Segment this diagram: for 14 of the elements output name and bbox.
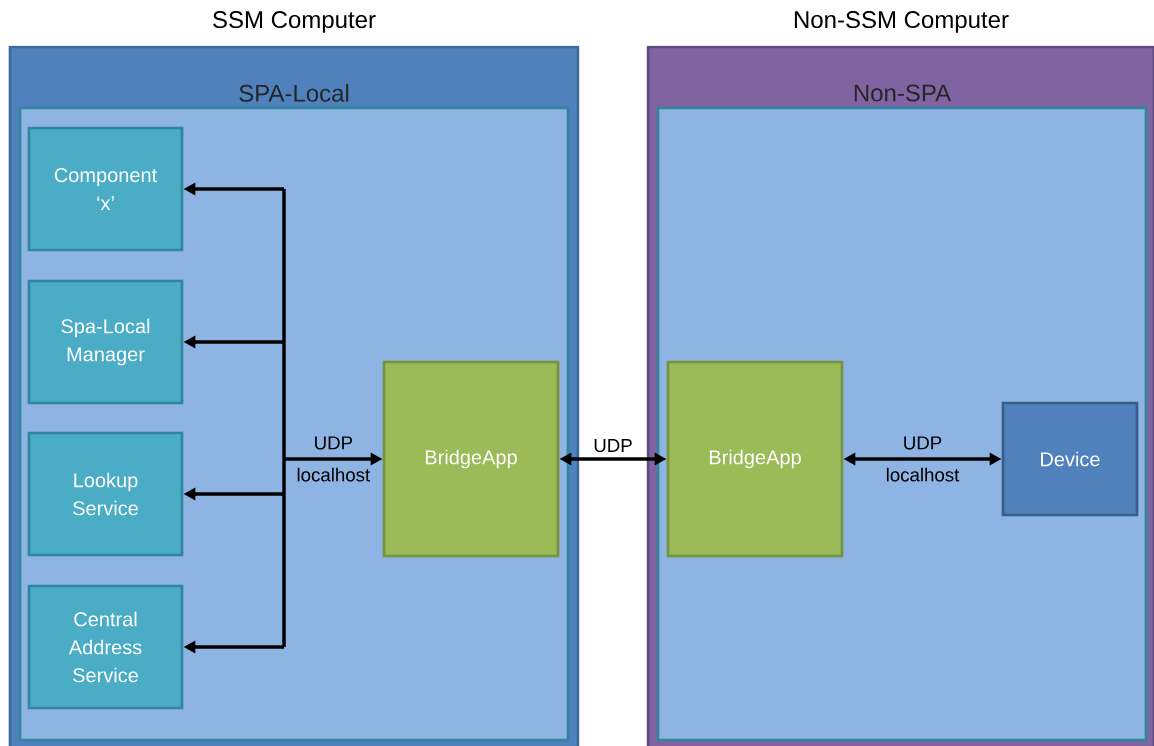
edge-label: UDP [591, 437, 635, 454]
bridge-box: BridgeApp [666, 360, 844, 558]
edge-label: UDP localhost [886, 436, 960, 482]
box-heading: SPA-Local [239, 84, 349, 102]
box-heading: Non-SSM Computer [794, 11, 1009, 33]
bridge-box: BridgeApp [382, 360, 560, 558]
box-heading: Non-SPA [854, 84, 952, 102]
component-box: Spa-Local Manager [27, 279, 184, 405]
box-heading: SSM Computer [213, 11, 376, 33]
component-box: Lookup Service [27, 431, 184, 557]
edge-label: UDP localhost [297, 436, 371, 482]
component-box: Central Address Service [27, 584, 184, 710]
component-box: Component ‘x’ [27, 126, 184, 252]
device-box: Device [1001, 401, 1139, 517]
